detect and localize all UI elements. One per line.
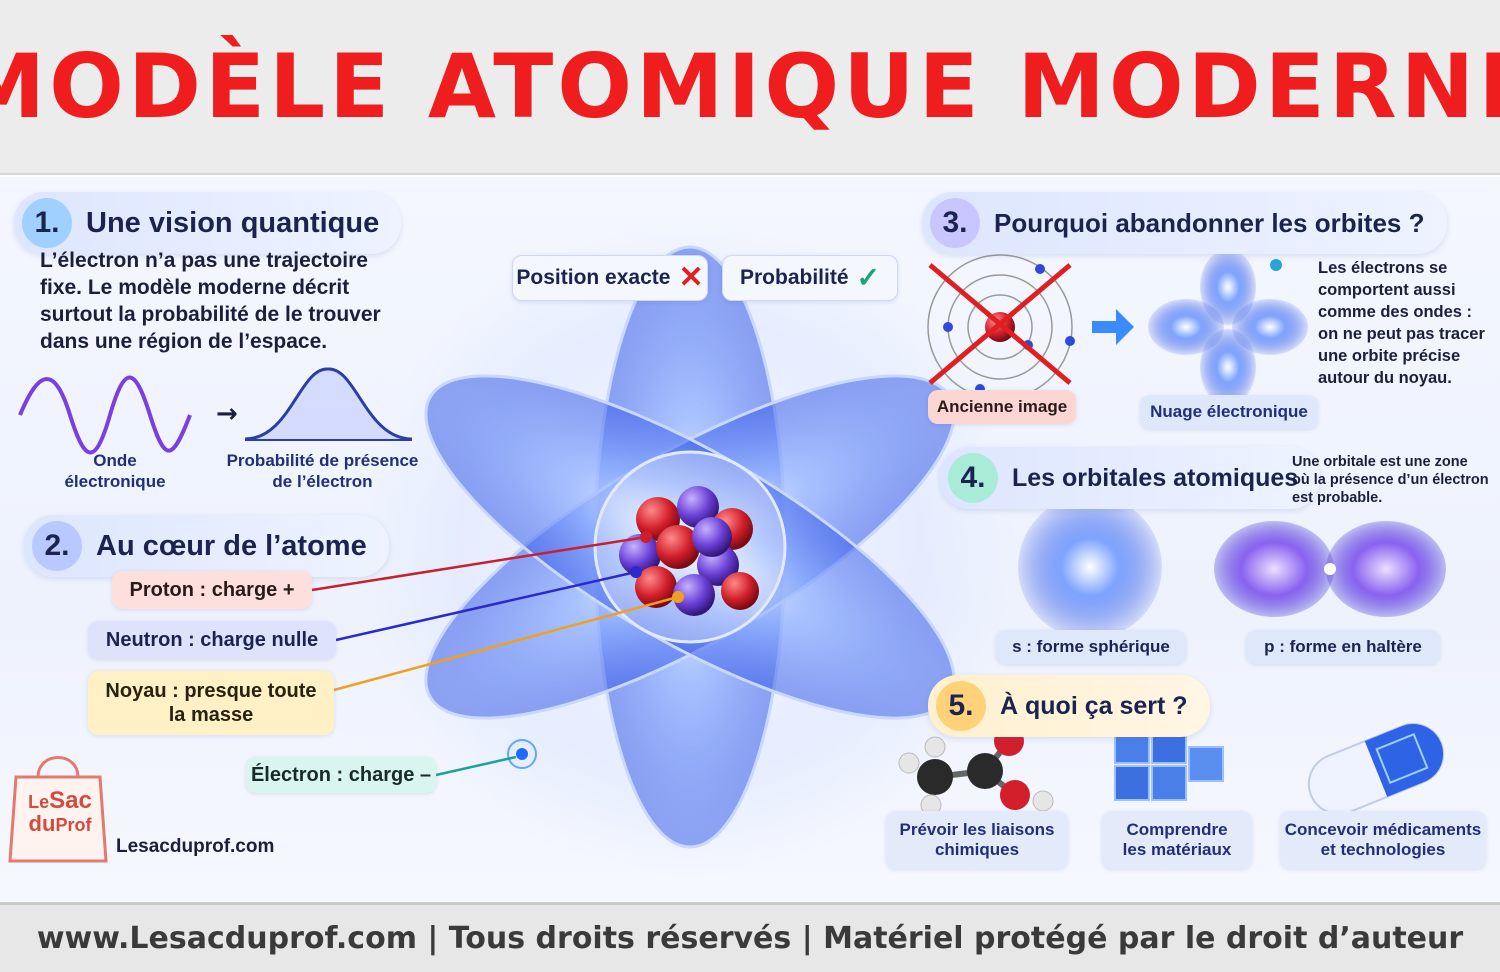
section4-line: où la présence d’un électron: [1292, 472, 1489, 488]
section3-line: comportent aussi: [1318, 281, 1456, 299]
probabilite-label: Probabilité: [740, 266, 849, 290]
section1-line: surtout la probabilité de le trouver: [40, 303, 381, 326]
cross-icon: ✕: [678, 261, 704, 294]
logo-text: Le: [28, 792, 50, 812]
footer-text: www.Lesacduprof.com | Tous droits réserv…: [36, 921, 1464, 956]
check-icon: ✓: [856, 262, 880, 293]
use-materiaux-line: Comprendre: [1126, 819, 1228, 839]
use-materiaux-line: les matériaux: [1122, 840, 1232, 859]
section1-number: 1.: [22, 198, 72, 248]
probability-caption-line: Probabilité de présence: [226, 451, 419, 470]
footer-bar: www.Lesacduprof.com | Tous droits réserv…: [0, 902, 1500, 972]
logo-text: Sac: [49, 787, 92, 814]
section3-line: autour du noyau.: [1318, 369, 1452, 387]
section5-title: À quoi ça sert ?: [1000, 691, 1188, 720]
noyau-label-line: la masse: [168, 704, 254, 726]
section4-text: Une orbitale est une zone où la présence…: [1292, 453, 1489, 507]
section4-line: est probable.: [1292, 490, 1383, 506]
logo-text: du: [28, 811, 56, 836]
neutron-label: Neutron : charge nulle: [88, 621, 336, 659]
nuage-label: Nuage électronique: [1140, 395, 1318, 429]
position-exacte-badge: Position exacte ✕: [512, 255, 708, 301]
wave-caption: Onde électronique: [40, 450, 190, 493]
section2-header: 2. Au cœur de l’atome: [24, 515, 389, 577]
use-liaisons: Prévoir les liaisons chimiques: [886, 811, 1068, 869]
noyau-label-line: Noyau : presque toute: [105, 680, 317, 702]
p-orbital-label: p : forme en haltère: [1246, 630, 1440, 664]
svg-text:→: →: [216, 399, 238, 429]
use-medicaments-line: et technologies: [1320, 840, 1446, 859]
use-medicaments: Concevoir médicaments et technologies: [1280, 811, 1486, 869]
section1-line: fixe. Le modèle moderne décrit: [40, 276, 350, 299]
logo-text: Prof: [55, 815, 92, 835]
noyau-label: Noyau : presque toute la masse: [88, 671, 334, 735]
section3-line: Les électrons se: [1318, 259, 1448, 277]
section1-title: Une vision quantique: [86, 206, 380, 239]
section3-title: Pourquoi abandonner les orbites ?: [994, 207, 1425, 238]
wave-caption-line: électronique: [64, 472, 166, 492]
atom-illustration: →: [8, 217, 1446, 877]
proton-label: Proton : charge +: [112, 571, 312, 609]
section5-header: 5. À quoi ça sert ?: [928, 675, 1210, 737]
section4-line: Une orbitale est une zone: [1292, 454, 1468, 470]
section1-header: 1. Une vision quantique: [14, 192, 402, 254]
probability-caption-line: de l’électron: [272, 472, 373, 492]
section2-title: Au cœur de l’atome: [96, 529, 367, 562]
section2-number: 2.: [32, 521, 82, 571]
section4-number: 4.: [948, 453, 998, 503]
main-panel: →: [0, 177, 1500, 901]
section4-title: Les orbitales atomiques: [1012, 463, 1299, 492]
ancienne-image-label: Ancienne image: [928, 390, 1076, 424]
section1-line: dans une région de l’espace.: [40, 330, 328, 353]
wave-caption-line: Onde: [93, 451, 137, 470]
section3-line: comme des ondes :: [1318, 303, 1473, 321]
section1-text: L’électron n’a pas une trajectoire fixe.…: [40, 247, 381, 355]
logo-site: Lesacduprof.com: [116, 836, 275, 857]
section3-text: Les électrons se comportent aussi comme …: [1318, 257, 1485, 389]
use-liaisons-line: chimiques: [934, 840, 1020, 859]
logo-bag-icon: [8, 756, 108, 863]
probability-caption: Probabilité de présence de l’électron: [220, 450, 425, 493]
probabilite-badge: Probabilité ✓: [722, 255, 898, 301]
section5-number: 5.: [936, 681, 986, 731]
section1-line: L’électron n’a pas une trajectoire: [40, 249, 368, 272]
position-exacte-label: Position exacte: [516, 266, 671, 290]
section3-number: 3.: [930, 198, 980, 248]
use-materiaux: Comprendre les matériaux: [1102, 811, 1252, 869]
section3-header: 3. Pourquoi abandonner les orbites ?: [922, 192, 1447, 254]
s-orbital-label: s : forme sphérique: [996, 630, 1186, 664]
capsule-icon: [1307, 723, 1445, 815]
section4-header: 4. Les orbitales atomiques: [940, 447, 1321, 509]
logo: LeSac duProf: [18, 789, 102, 869]
title-banner: MODÈLE ATOMIQUE MODERNE: [0, 0, 1500, 175]
electron-label: Électron : charge –: [246, 757, 436, 793]
section3-line: on ne peut pas tracer: [1318, 325, 1485, 343]
page-title: MODÈLE ATOMIQUE MODERNE: [0, 35, 1500, 138]
use-liaisons-line: Prévoir les liaisons: [899, 819, 1055, 839]
use-medicaments-line: Concevoir médicaments: [1284, 819, 1482, 839]
section3-line: une orbite précise: [1318, 347, 1461, 365]
